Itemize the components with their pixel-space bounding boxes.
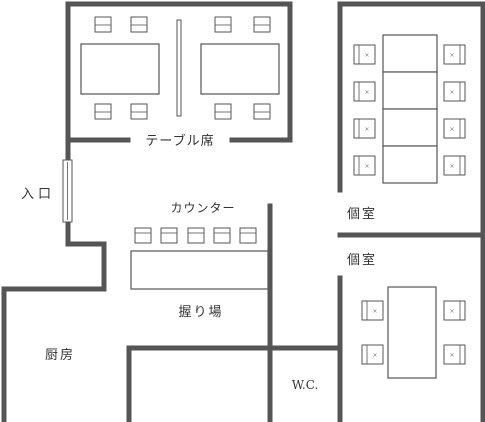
counter-stool: [213, 227, 231, 244]
chair: ×: [353, 81, 376, 102]
private-room-1-label: 個室: [347, 206, 377, 222]
restroom-label: W.C.: [292, 378, 319, 392]
table-seating-label: テーブル席: [145, 133, 214, 149]
chair: [94, 103, 112, 120]
chair: ×: [443, 81, 466, 102]
chair: [94, 16, 112, 33]
svg-text:×: ×: [449, 352, 454, 359]
svg-text:×: ×: [449, 163, 454, 170]
svg-text:×: ×: [449, 308, 454, 315]
private-room-lower: × × × ×: [361, 286, 466, 379]
entrance-label: 入口: [21, 187, 55, 202]
table-seating-area: [80, 16, 280, 120]
chair: [130, 103, 148, 120]
svg-text:×: ×: [372, 352, 377, 359]
svg-text:×: ×: [372, 308, 377, 315]
chair: [253, 103, 271, 120]
svg-text:×: ×: [449, 89, 454, 96]
chair: ×: [353, 44, 376, 65]
private-room-table: [382, 108, 438, 147]
chair: ×: [443, 118, 466, 139]
private-room-table: [382, 71, 438, 110]
entrance-door: [62, 159, 73, 223]
private-room-2-label: 個室: [347, 252, 377, 268]
private-room-table: [387, 286, 437, 379]
chair: ×: [443, 44, 466, 65]
sushi-counter-label: 握り場: [178, 305, 223, 320]
chair: ×: [361, 344, 384, 365]
private-room-upper: × × × × × × × ×: [353, 34, 466, 184]
svg-text:×: ×: [449, 52, 454, 59]
counter-label: カウンター: [170, 201, 235, 215]
partition: [176, 19, 182, 117]
chair: [214, 103, 232, 120]
counter-stool: [187, 227, 205, 244]
chair: ×: [443, 344, 466, 365]
counter-area: [130, 227, 269, 290]
counter-stool: [239, 227, 257, 244]
svg-text:×: ×: [364, 89, 369, 96]
dining-table: [200, 43, 280, 95]
chair: [130, 16, 148, 33]
svg-text:×: ×: [364, 52, 369, 59]
chair: [253, 16, 271, 33]
svg-text:×: ×: [449, 126, 454, 133]
dining-table: [80, 43, 160, 95]
svg-text:×: ×: [364, 126, 369, 133]
svg-text:×: ×: [364, 163, 369, 170]
chair: [214, 16, 232, 33]
counter-top: [130, 250, 269, 290]
chair: ×: [353, 155, 376, 176]
chair: ×: [443, 155, 466, 176]
private-room-table: [382, 34, 438, 73]
chair: ×: [361, 300, 384, 321]
chair: ×: [353, 118, 376, 139]
private-room-table: [382, 145, 438, 184]
counter-stool: [134, 227, 152, 244]
counter-stool: [160, 227, 178, 244]
kitchen-label: 厨房: [45, 347, 75, 363]
chair: ×: [443, 300, 466, 321]
